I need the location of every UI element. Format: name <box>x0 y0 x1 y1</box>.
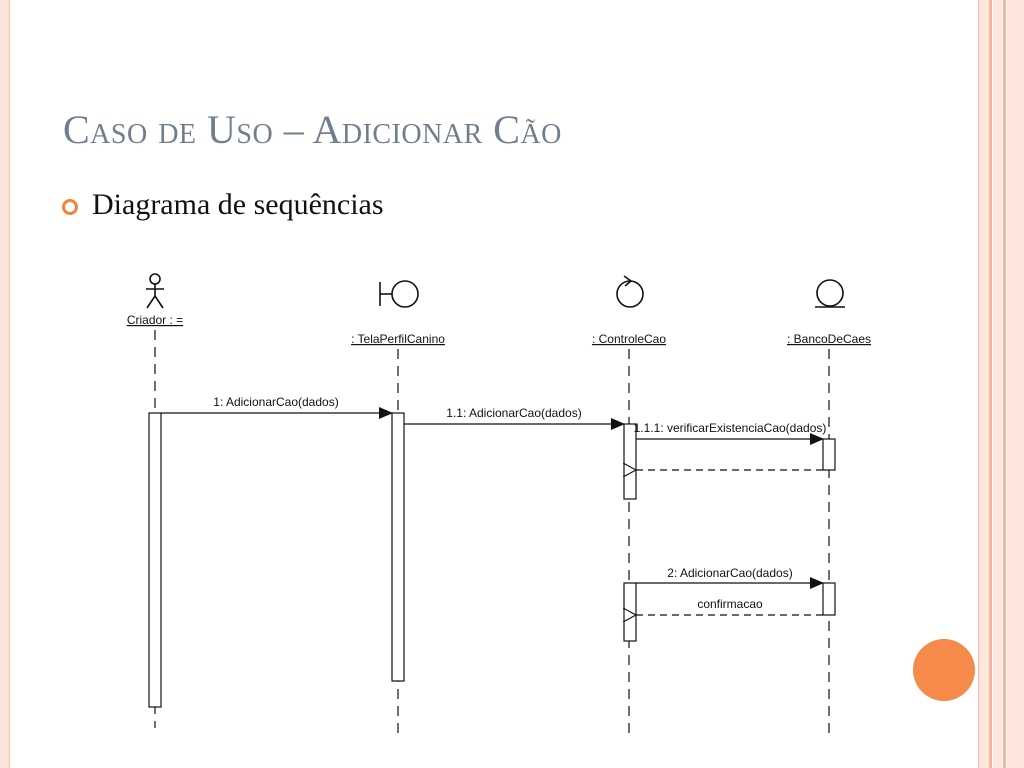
message-1-1-1: 1.1.1: verificarExistenciaCao(dados) <box>634 421 827 445</box>
message-1-1: 1.1: AdicionarCao(dados) <box>404 406 625 430</box>
entity-icon <box>815 279 845 308</box>
right-border-stripe <box>993 0 1002 768</box>
slide-title: Caso de Uso – Adicionar Cão <box>63 107 562 152</box>
activation-bar <box>822 582 836 616</box>
activation-bar <box>623 582 637 642</box>
message-label: confirmacao <box>697 597 763 611</box>
message-label: 1: AdicionarCao(dados) <box>213 395 338 409</box>
message-label: 2: AdicionarCao(dados) <box>667 566 792 580</box>
right-border-stripe <box>1007 0 1024 768</box>
right-border-stripe <box>978 0 989 768</box>
bullet-icon <box>62 199 78 215</box>
actor-icon <box>146 273 164 309</box>
left-border-decoration <box>0 0 10 768</box>
lifeline-label: : ControleCao <box>592 332 666 346</box>
boundary-icon <box>379 280 419 308</box>
lifeline-tela: : TelaPerfilCanino <box>351 280 445 738</box>
activation-bar <box>822 438 836 471</box>
return-message-confirmacao: confirmacao <box>636 597 823 615</box>
lifeline-banco: : BancoDeCaes <box>787 279 871 738</box>
message-1: 1: AdicionarCao(dados) <box>161 395 393 419</box>
right-border-stripe <box>989 0 992 768</box>
lifeline-label: Criador : = <box>127 313 183 327</box>
activation-bar <box>148 412 162 708</box>
activation-bar <box>391 412 405 682</box>
activation-bar <box>623 423 637 500</box>
right-border-stripe <box>1003 0 1006 768</box>
message-2: 2: AdicionarCao(dados) <box>636 566 824 589</box>
message-label: 1.1: AdicionarCao(dados) <box>446 406 581 420</box>
message-label: 1.1.1: verificarExistenciaCao(dados) <box>634 421 827 435</box>
decorative-circle <box>913 639 975 701</box>
lifeline-label: : TelaPerfilCanino <box>351 332 445 346</box>
bullet-text: Diagrama de sequências <box>92 188 384 221</box>
lifeline-criador: Criador : = <box>127 273 183 728</box>
lifeline-label: : BancoDeCaes <box>787 332 871 346</box>
control-icon <box>616 275 644 308</box>
lifeline-controle: : ControleCao <box>592 275 666 738</box>
